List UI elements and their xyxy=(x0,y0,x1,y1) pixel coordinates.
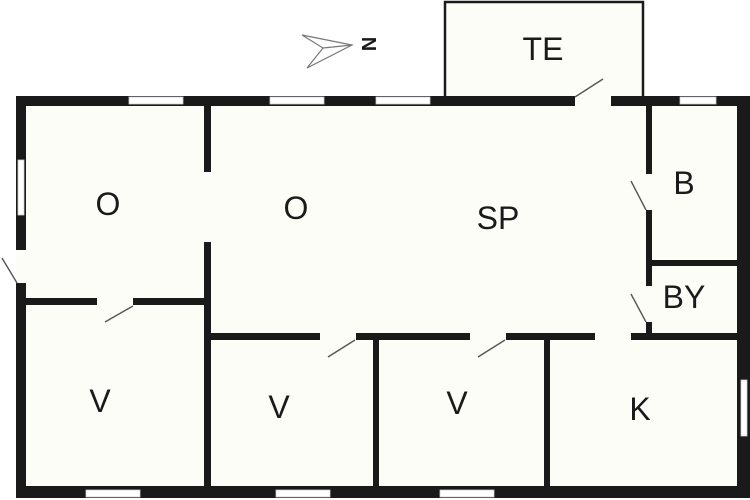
north-arrow-icon xyxy=(301,34,354,69)
floor-area xyxy=(20,100,745,495)
room-label-te: TE xyxy=(522,31,564,67)
room-label-k: K xyxy=(629,391,651,427)
room-label-v2: V xyxy=(268,389,290,425)
room-label-o1: O xyxy=(95,186,121,222)
room-label-by: BY xyxy=(662,279,706,315)
room-te-outline xyxy=(443,0,645,100)
door-swings xyxy=(1,78,647,358)
north-label: N xyxy=(357,36,379,52)
windows xyxy=(17,96,748,498)
room-label-v1: V xyxy=(89,383,111,419)
room-label-v3: V xyxy=(446,385,468,421)
room-label-o2: O xyxy=(283,190,309,226)
door-openings xyxy=(16,96,653,341)
room-label-sp: SP xyxy=(476,200,520,236)
room-label-b: B xyxy=(673,165,695,201)
